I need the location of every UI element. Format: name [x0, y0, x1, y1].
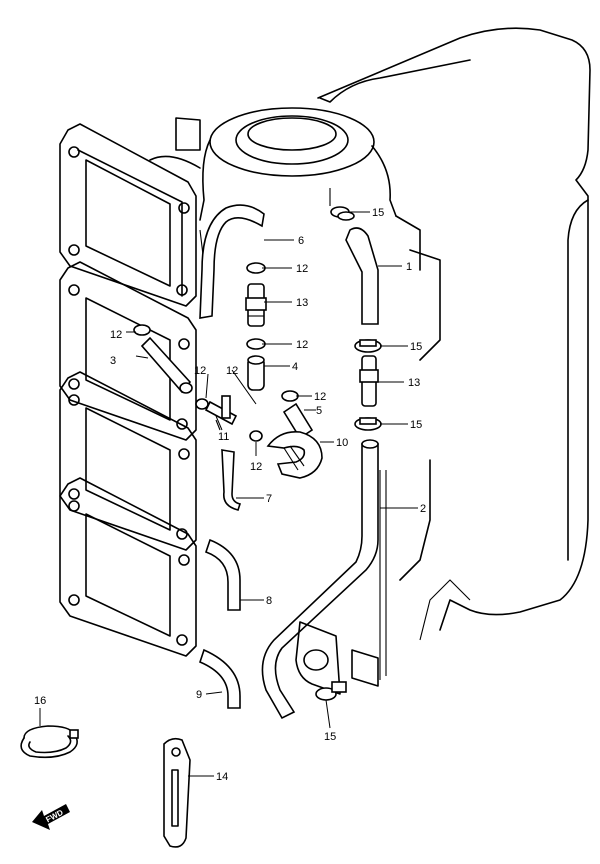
- clip-15-c: [354, 417, 382, 431]
- hose-1: [345, 227, 379, 325]
- fwd-arrow-icon: FWD: [32, 804, 70, 830]
- callout-2: 2: [420, 503, 426, 515]
- hose-2: [261, 443, 379, 720]
- callout-6: 6: [298, 235, 304, 247]
- cylinder-head: [149, 107, 421, 301]
- hose-8: [204, 538, 241, 611]
- callout-12-d: 12: [314, 391, 326, 403]
- engine-block: [317, 27, 591, 641]
- tee-joint-11: [204, 395, 238, 431]
- callout-7: 7: [266, 493, 272, 505]
- callout-15-c: 15: [410, 419, 422, 431]
- callout-15-d: 15: [324, 731, 336, 743]
- callout-12-g: 12: [226, 365, 238, 377]
- callout-15-b: 15: [410, 341, 422, 353]
- hose-5: [282, 402, 314, 440]
- callout-12-e: 12: [194, 365, 206, 377]
- hose-7: [221, 449, 242, 511]
- strap-14: [163, 737, 191, 848]
- callout-11: 11: [218, 431, 229, 443]
- callout-12-a: 12: [296, 263, 308, 275]
- clip-16: [20, 725, 79, 759]
- callout-14: 14: [216, 771, 228, 783]
- clip-15-d: [315, 681, 347, 701]
- hose-6: [199, 204, 265, 319]
- callout-12-f: 12: [250, 461, 262, 473]
- hose-9: [199, 648, 241, 709]
- clip-12-f: [249, 430, 263, 442]
- callout-5: 5: [316, 405, 322, 417]
- callout-13-b: 13: [408, 377, 420, 389]
- clip-12-c: [133, 324, 151, 336]
- check-valve-13-lower: [359, 355, 379, 407]
- callout-3: 3: [110, 355, 116, 367]
- callout-13-a: 13: [296, 297, 308, 309]
- hose-3: [140, 336, 192, 394]
- clip-15-b: [354, 339, 382, 353]
- callout-1: 1: [406, 261, 412, 273]
- callout-10: 10: [336, 437, 348, 449]
- callout-16: 16: [34, 695, 46, 707]
- check-valve-13-upper: [245, 283, 267, 327]
- clip-15-a: [329, 188, 355, 221]
- callout-15-a: 15: [372, 207, 384, 219]
- hose-10: [266, 430, 323, 479]
- callout-9: 9: [196, 689, 202, 701]
- callout-labels: 6 12 13 12 4 12 5 10 7 8 9 12 3 12 12 11…: [34, 207, 426, 783]
- leader-lines: [39, 211, 418, 777]
- callout-12-b: 12: [296, 339, 308, 351]
- mounting-bracket: [295, 470, 387, 695]
- callout-8: 8: [266, 595, 272, 607]
- clip-12-d: [281, 390, 299, 402]
- cover-plates: [59, 123, 197, 657]
- clip-12-e: [195, 398, 209, 410]
- callout-12-c: 12: [110, 329, 122, 341]
- callout-4: 4: [292, 361, 298, 373]
